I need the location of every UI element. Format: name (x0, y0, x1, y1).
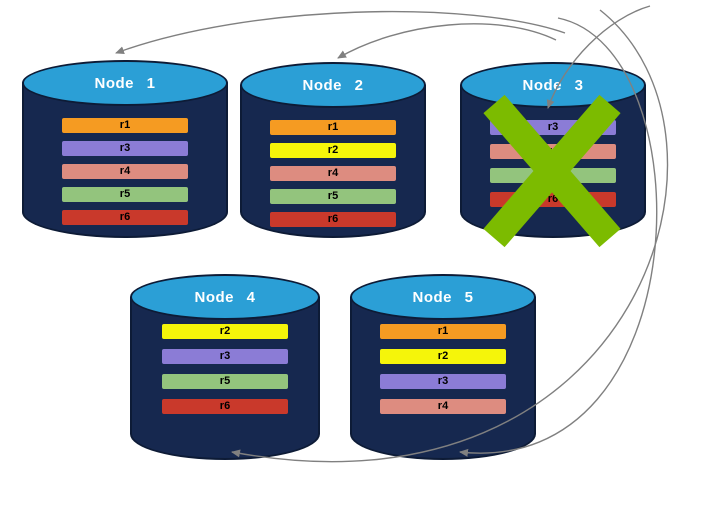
replica-bar: r6 (270, 212, 396, 227)
node-4-label: Node 4 (194, 288, 256, 306)
replica-bar: r2 (162, 324, 288, 339)
node-3-cylinder-top: Node 3 (460, 62, 646, 108)
replica-bar: r1 (380, 324, 506, 339)
replica-bar: r6 (162, 399, 288, 414)
node-4-replicas: r2 r3 r5 r6 (130, 324, 320, 414)
replica-bar: r2 (380, 349, 506, 364)
replica-label: r3 (547, 121, 559, 133)
node-1-replicas: r1 r3 r4 r5 r6 (22, 118, 228, 225)
replica-label: r1 (437, 325, 449, 337)
replica-label: r4 (119, 165, 131, 177)
node-3-replicas: r3 r4 r5 r6 (460, 120, 646, 207)
replica-label: r1 (119, 119, 131, 131)
arrow-to-node-1 (115, 10, 566, 55)
replica-bar: r5 (490, 168, 616, 183)
replica-label: r4 (437, 400, 449, 412)
replica-label: r6 (327, 213, 339, 225)
replica-bar: r3 (62, 141, 188, 156)
replica-label: r6 (219, 400, 231, 412)
node-1: Node 1 r1 r3 r4 r5 r6 (22, 60, 228, 238)
replica-label: r6 (547, 193, 559, 205)
node-5-label: Node 5 (412, 288, 474, 306)
replica-label: r5 (547, 169, 559, 181)
node-3-label: Node 3 (522, 76, 584, 94)
replica-label: r3 (119, 142, 131, 154)
replica-bar: r4 (62, 164, 188, 179)
node-5-cylinder-top: Node 5 (350, 274, 536, 320)
node-5: Node 5 r1 r2 r3 r4 (350, 274, 536, 460)
node-2-replicas: r1 r2 r4 r5 r6 (240, 120, 426, 227)
arrow-to-node-2 (337, 23, 557, 59)
replica-label: r3 (437, 375, 449, 387)
node-1-cylinder-top: Node 1 (22, 60, 228, 106)
replica-bar: r2 (270, 143, 396, 158)
replica-label: r4 (327, 167, 339, 179)
replica-label: r2 (219, 325, 231, 337)
replica-bar: r1 (270, 120, 396, 135)
node-2-cylinder-top: Node 2 (240, 62, 426, 108)
replica-label: r2 (327, 144, 339, 156)
replica-bar: r5 (62, 187, 188, 202)
replica-label: r5 (327, 190, 339, 202)
node-1-label: Node 1 (94, 74, 156, 92)
replica-label: r6 (119, 211, 131, 223)
replica-bar: r4 (490, 144, 616, 159)
node-4: Node 4 r2 r3 r5 r6 (130, 274, 320, 460)
replica-bar: r3 (162, 349, 288, 364)
replica-label: r3 (219, 350, 231, 362)
replica-bar: r4 (270, 166, 396, 181)
replica-bar: r5 (270, 189, 396, 204)
replica-bar: r4 (380, 399, 506, 414)
replica-bar: r6 (62, 210, 188, 225)
node-4-cylinder-top: Node 4 (130, 274, 320, 320)
replica-label: r5 (219, 375, 231, 387)
replica-bar: r6 (490, 192, 616, 207)
replica-label: r1 (327, 121, 339, 133)
replica-label: r2 (437, 350, 449, 362)
replica-bar: r5 (162, 374, 288, 389)
node-2-label: Node 2 (302, 76, 364, 94)
replica-label: r5 (119, 188, 131, 200)
replica-bar: r1 (62, 118, 188, 133)
node-3: Node 3 r3 r4 r5 r6 (460, 62, 646, 238)
node-2: Node 2 r1 r2 r4 r5 r6 (240, 62, 426, 238)
replica-label: r4 (547, 145, 559, 157)
node-5-replicas: r1 r2 r3 r4 (350, 324, 536, 414)
replica-bar: r3 (490, 120, 616, 135)
replica-bar: r3 (380, 374, 506, 389)
